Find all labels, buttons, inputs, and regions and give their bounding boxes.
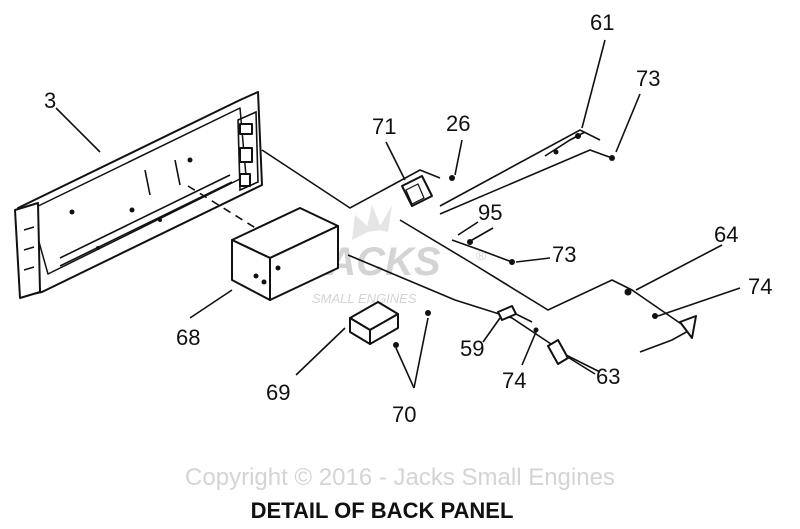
copyright-watermark: Copyright © 2016 - Jacks Small Engines bbox=[185, 464, 615, 491]
watermark-logo-subtitle: SMALL ENGINES bbox=[312, 291, 417, 306]
callout-labels: 3 61 73 71 26 95 73 64 74 68 59 74 63 69… bbox=[44, 10, 772, 427]
callout-3: 3 bbox=[44, 88, 56, 113]
back-panel-frame bbox=[14, 91, 263, 299]
callout-63: 63 bbox=[596, 364, 620, 389]
control-box bbox=[231, 207, 339, 301]
callout-70: 70 bbox=[392, 402, 416, 427]
diagram-caption: DETAIL OF BACK PANEL bbox=[251, 498, 514, 523]
callout-74-right: 74 bbox=[748, 274, 772, 299]
callout-68: 68 bbox=[176, 325, 200, 350]
callout-69: 69 bbox=[266, 380, 290, 405]
callout-26: 26 bbox=[446, 111, 470, 136]
callout-95: 95 bbox=[478, 200, 502, 225]
callout-59: 59 bbox=[460, 336, 484, 361]
assembly-line-dashed bbox=[187, 185, 263, 233]
callout-64: 64 bbox=[714, 222, 738, 247]
callout-74-bottom: 74 bbox=[502, 368, 526, 393]
leader-lines bbox=[55, 39, 741, 389]
callout-71: 71 bbox=[372, 114, 396, 139]
wire-connectors bbox=[401, 133, 697, 365]
callout-73-middle: 73 bbox=[552, 242, 576, 267]
watermark-logo-reg: ® bbox=[476, 247, 487, 263]
callout-61: 61 bbox=[590, 10, 614, 35]
capacitor-box bbox=[349, 301, 431, 348]
callout-73-top: 73 bbox=[636, 66, 660, 91]
